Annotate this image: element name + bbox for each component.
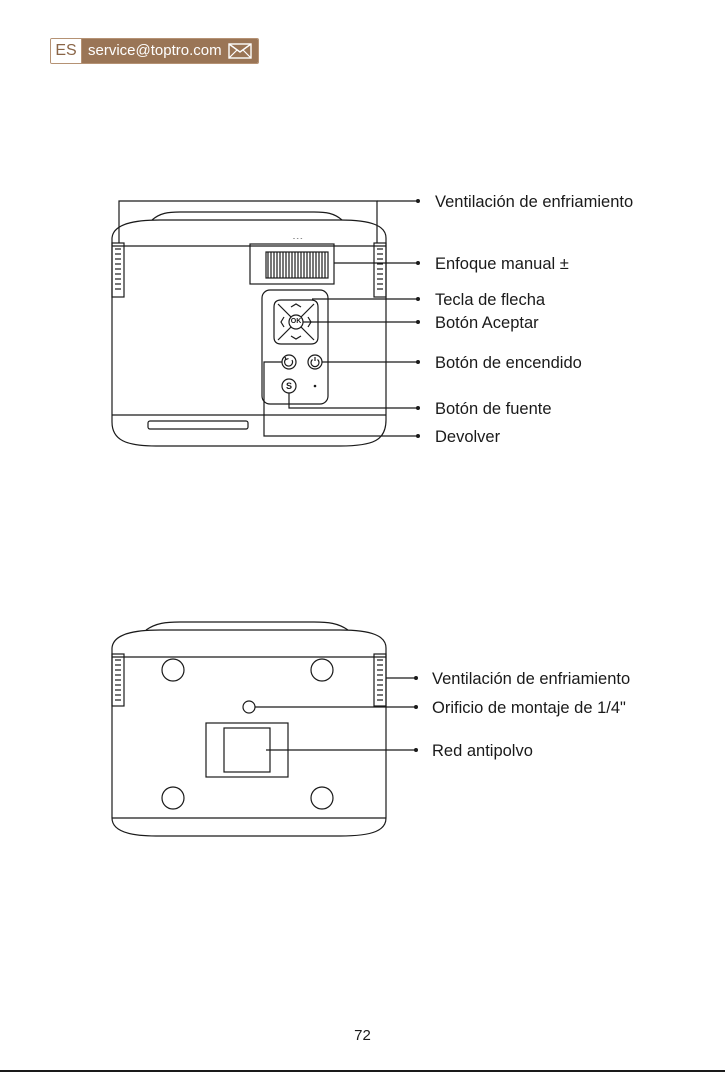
rubber-foot	[162, 787, 184, 809]
side-vent-left-bottom	[112, 654, 124, 706]
label-power-button: Botón de encendido	[435, 353, 582, 373]
side-vent-right-bottom	[374, 654, 386, 706]
focus-wheel[interactable]	[250, 244, 334, 284]
rubber-foot	[311, 787, 333, 809]
source-key-label: S	[284, 381, 294, 391]
label-source-button: Botón de fuente	[435, 399, 552, 419]
label-manual-focus: Enfoque manual ±	[435, 254, 569, 274]
label-cooling-vent-top: Ventilación de enfriamiento	[435, 192, 633, 212]
label-mounting-hole: Orificio de montaje de 1/4"	[432, 698, 626, 718]
page-number: 72	[0, 1027, 725, 1044]
mounting-hole	[243, 701, 255, 713]
side-vent-right	[374, 243, 386, 297]
rubber-foot	[162, 659, 184, 681]
label-arrow-key: Tecla de flecha	[435, 290, 545, 310]
projector-back-view: - - -	[112, 199, 420, 446]
projector-bottom-view	[112, 622, 418, 836]
label-ok-button: Botón Aceptar	[435, 313, 539, 333]
label-return: Devolver	[435, 427, 500, 447]
label-dust-filter: Red antipolvo	[432, 741, 533, 761]
side-vent-left	[112, 243, 124, 297]
callout-lines-top	[119, 199, 420, 438]
svg-text:- - -: - - -	[293, 236, 302, 242]
rubber-foot	[311, 659, 333, 681]
callout-lines-bottom	[255, 676, 418, 752]
ok-key-label: OK	[289, 318, 303, 326]
indicator-led	[314, 385, 317, 388]
label-cooling-vent-bottom: Ventilación de enfriamiento	[432, 669, 630, 689]
